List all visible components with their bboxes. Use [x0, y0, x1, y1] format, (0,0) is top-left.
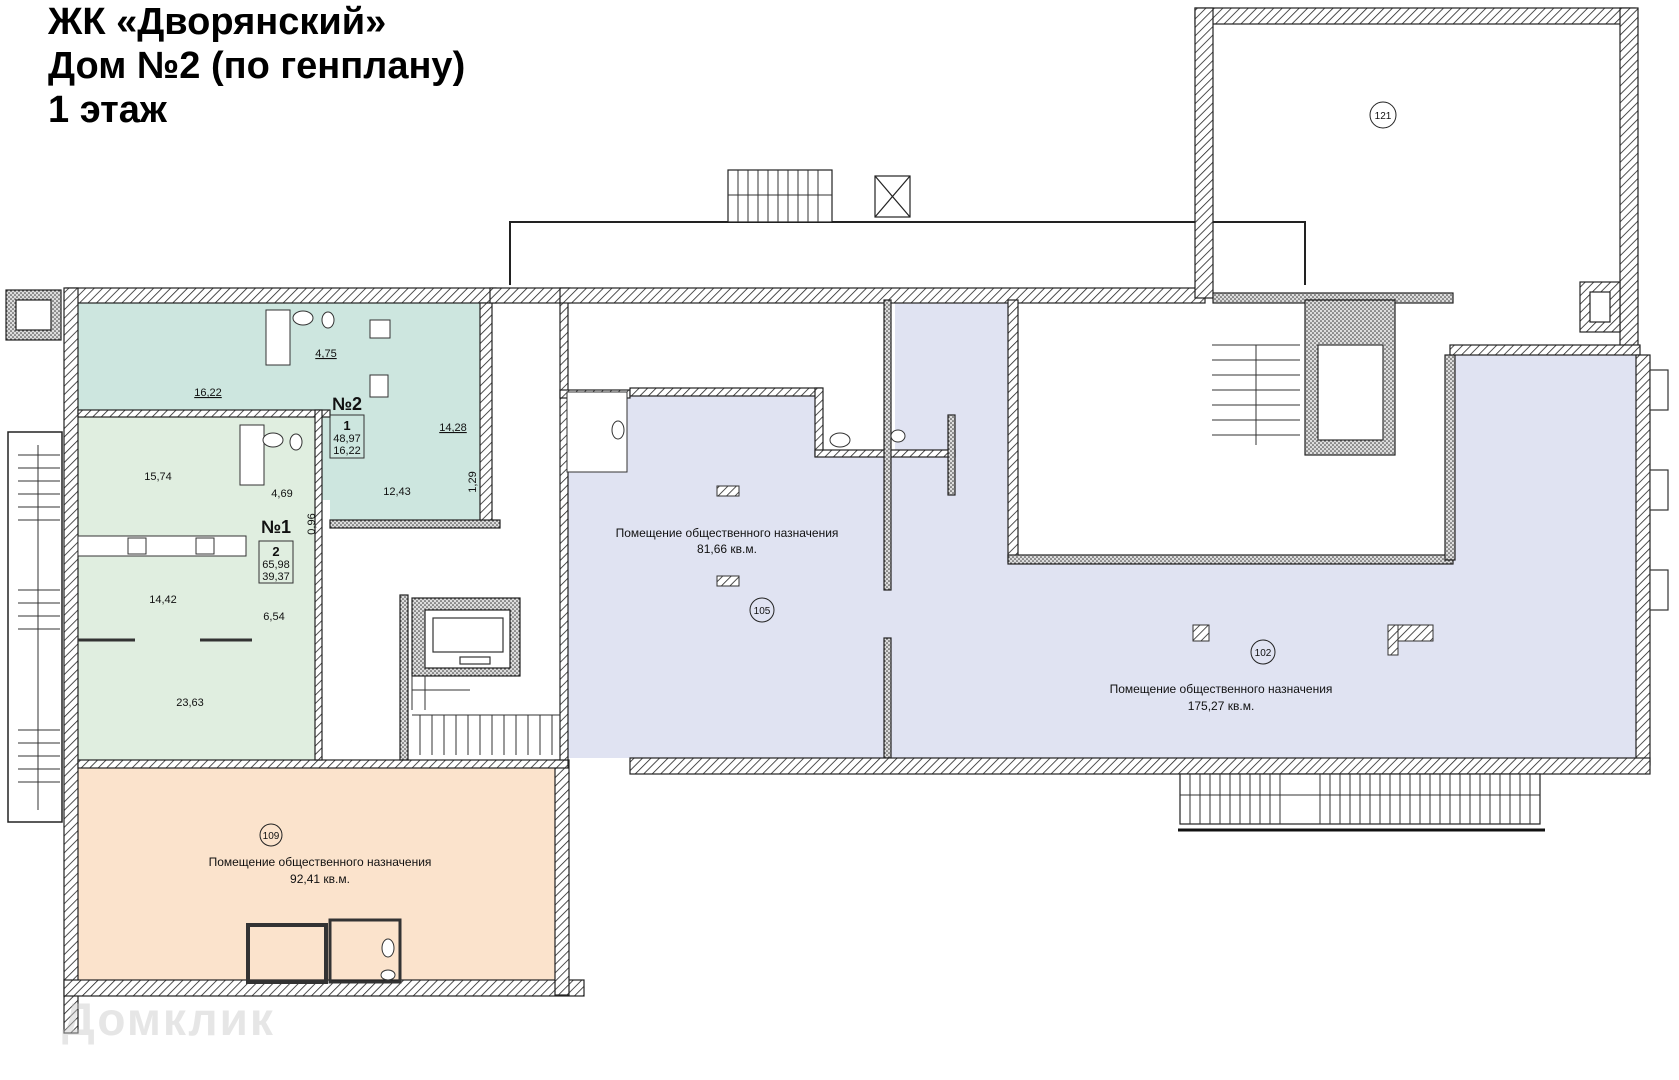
room-102-number: 102	[1255, 648, 1272, 659]
apt1-living-area: 23,63	[176, 697, 204, 709]
room-fills	[78, 303, 1640, 980]
apt2-bath-area: 4,75	[315, 348, 336, 360]
room-102-area: 175,27 кв.м.	[1188, 699, 1255, 713]
walls	[5, 7, 1669, 1034]
room-105-area: 81,66 кв.м.	[697, 542, 757, 556]
apt2-number: №2	[332, 394, 362, 414]
apt1-number: №1	[261, 517, 291, 537]
house-number: Дом №2 (по генплану)	[48, 45, 466, 87]
room-121-labels: 121	[1369, 101, 1397, 129]
apt2-kitchen-area: 14,28	[439, 422, 467, 434]
apartment-2-fill[interactable]	[78, 303, 480, 525]
room-102-labels: 102 Помещение общественного назначения 1…	[1110, 639, 1333, 713]
apt2-living-area-total: 16,22	[333, 445, 361, 457]
room-109-name: Помещение общественного назначения	[209, 855, 432, 869]
apartment-2-labels: 16,22 4,75 14,28 12,43 1,29 №2 1 48,97 1…	[194, 348, 479, 498]
fixtures	[77, 309, 1434, 984]
complex-name: ЖК «Дворянский»	[48, 1, 387, 43]
room-105-name: Помещение общественного назначения	[616, 526, 839, 540]
apt2-total-area: 48,97	[333, 433, 361, 445]
apt2-hall-area: 12,43	[383, 486, 411, 498]
apt1-closet-area: 0,96	[306, 513, 318, 534]
room-109-number: 109	[263, 831, 280, 842]
apt2-closet-area: 1,29	[467, 471, 479, 492]
watermark: Домклик	[62, 993, 275, 1045]
apt1-living-area-total: 39,37	[262, 571, 290, 583]
apt1-bedroom-area: 15,74	[144, 471, 172, 483]
room-105-102-fill[interactable]	[567, 303, 1640, 758]
plan-title: ЖК «Дворянский» Дом №2 (по генплану) 1 э…	[48, 0, 465, 132]
apt2-rooms-count: 1	[343, 418, 350, 433]
floor-number: 1 этаж	[48, 89, 167, 131]
apt1-total-area: 65,98	[262, 559, 290, 571]
apt1-kitchen-area: 14,42	[149, 594, 177, 606]
apartment-1-labels: 15,74 4,69 0,96 14,42 6,54 23,63 №1 2 65…	[144, 471, 318, 709]
room-109-fill[interactable]	[78, 768, 568, 980]
room-109-area: 92,41 кв.м.	[290, 872, 350, 886]
room-102-name: Помещение общественного назначения	[1110, 682, 1333, 696]
apt1-bath-area: 4,69	[271, 488, 292, 500]
room-121-number: 121	[1375, 111, 1392, 122]
room-109-labels: 109 Помещение общественного назначения 9…	[209, 823, 432, 886]
apt1-rooms-count: 2	[272, 544, 279, 559]
room-105-number: 105	[754, 606, 771, 617]
room-105-labels: Помещение общественного назначения 81,66…	[616, 526, 839, 623]
apartment-1-fill[interactable]	[78, 415, 318, 760]
apt2-living-area: 16,22	[194, 387, 222, 399]
apt1-hall-area: 6,54	[263, 611, 284, 623]
